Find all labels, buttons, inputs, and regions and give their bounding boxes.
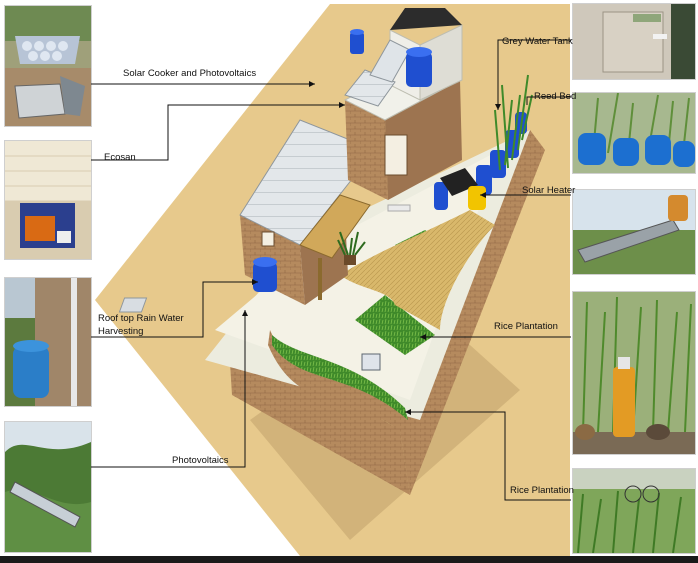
- photo-rice-plantation-2: [572, 468, 696, 554]
- pv-module-terrace: [118, 297, 148, 313]
- wave-planter: [268, 330, 410, 440]
- bottom-border-bar: [0, 556, 698, 563]
- water-tank-roof: [406, 47, 432, 87]
- label-ecosan: Ecosan: [104, 152, 136, 163]
- solar-cooker-box: [361, 353, 381, 371]
- label-grey-water-tank: Grey Water Tank: [502, 36, 573, 47]
- photo-reed-bed: [572, 92, 696, 174]
- photo-ecosan: [4, 140, 92, 260]
- photo-photovoltaics: [4, 421, 92, 553]
- stair-tower-roof: [390, 8, 462, 30]
- label-solar-heater: Solar Heater: [522, 185, 576, 196]
- water-tank-top-left: [350, 29, 364, 54]
- label-rainwater-line2: Harvesting: [98, 326, 144, 337]
- label-photovoltaics: Photovoltaics: [172, 455, 229, 466]
- solar-heater-tank: [468, 186, 486, 210]
- small-window: [261, 231, 275, 247]
- label-solar-cooker-photovoltaics: Solar Cooker and Photovoltaics: [123, 68, 257, 79]
- potted-plant: [337, 231, 366, 265]
- photo-rainwater-harvesting: [4, 277, 92, 407]
- label-reed-bed: Reed Bed: [534, 91, 577, 102]
- upper-block-front: [345, 100, 388, 200]
- photo-rice-plantation-1: [572, 291, 696, 455]
- rice-bed-1: [355, 295, 435, 355]
- pergola-roof: [299, 194, 371, 259]
- photo-solar-cooker: [4, 5, 92, 127]
- pergola-post: [318, 258, 322, 300]
- bench: [387, 204, 411, 212]
- water-tank-terrace: [253, 257, 277, 292]
- wave-rice-bed: [272, 335, 408, 420]
- photo-solar-heater: [572, 189, 696, 275]
- upper-door: [384, 134, 408, 176]
- label-rice-plantation-2: Rice Plantation: [510, 485, 574, 496]
- label-rainwater-line1: Roof top Rain Water: [98, 313, 184, 324]
- photo-grey-water-tank: [572, 3, 696, 80]
- label-rice-plantation-1: Rice Plantation: [494, 321, 558, 332]
- wooden-deck: [340, 210, 495, 330]
- reed-plants: [494, 74, 533, 171]
- right-outer-wall: [400, 130, 545, 495]
